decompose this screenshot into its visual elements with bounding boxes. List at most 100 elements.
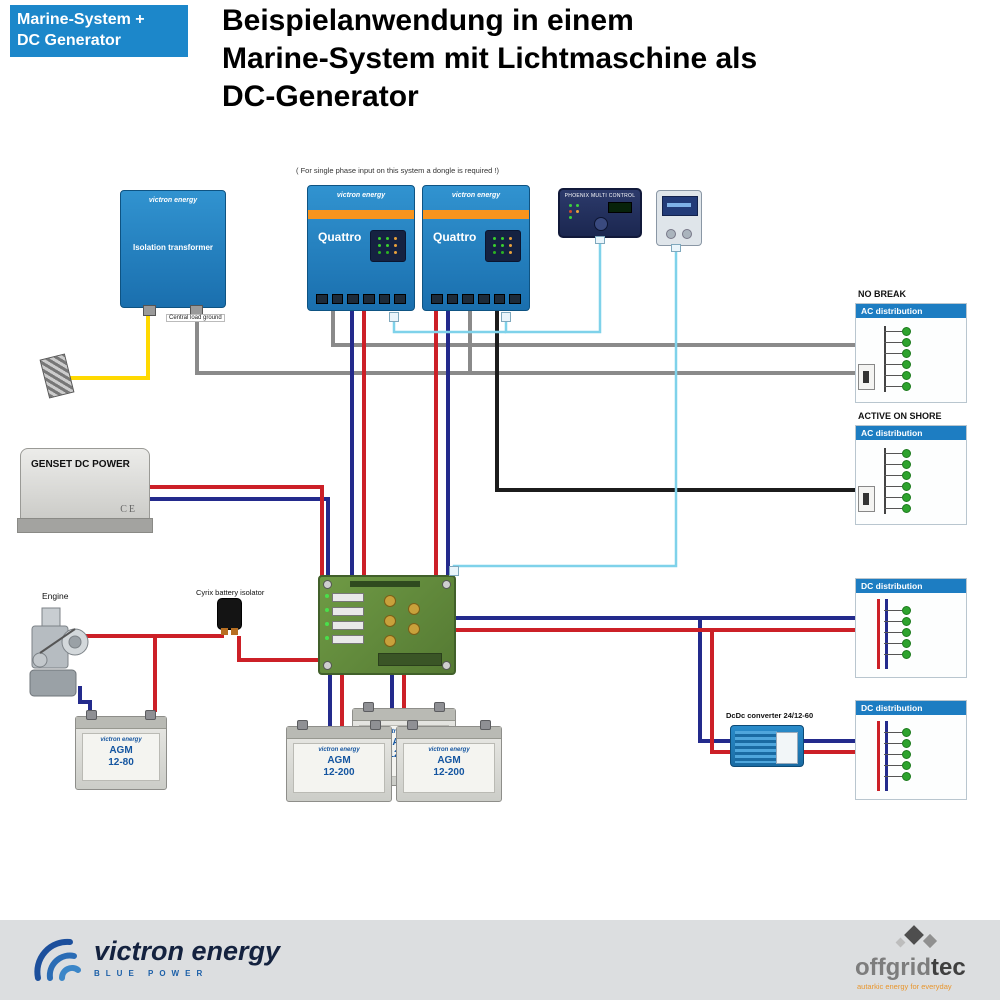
panel-leds — [569, 204, 572, 207]
rj45-connector — [595, 236, 605, 244]
ac-terminal — [143, 305, 156, 316]
dc-distribution-header: DC distribution — [856, 701, 966, 715]
quattro-label: Quattro — [433, 230, 477, 244]
battery-model: AGM 12-80 — [108, 745, 134, 768]
battery-negative-pole — [363, 702, 374, 712]
panel-button — [682, 229, 692, 239]
dc-negative-busbar — [885, 721, 888, 791]
shunt-block — [378, 653, 442, 666]
dc-wires-positive-red — [74, 308, 855, 754]
battery-stud — [384, 635, 396, 647]
active-on-shore-label: ACTIVE ON SHORE — [858, 411, 942, 421]
battery-stud — [408, 623, 420, 635]
battery-positive-pole — [145, 710, 156, 720]
ac-distribution-panel-1: AC distribution — [855, 303, 967, 403]
screw — [442, 661, 451, 670]
battery-label: victron energy AGM 12-80 — [82, 733, 160, 781]
phoenix-multi-control-panel: PHOENIX MULTI CONTROL — [558, 188, 642, 238]
ac-busbar — [884, 326, 886, 392]
victron-tagline: BLUE POWER — [94, 969, 209, 978]
fuse-led — [325, 594, 329, 598]
dc-wires-negative-navy — [78, 308, 855, 743]
genset-base — [17, 518, 153, 533]
isolation-transformer-label: Isolation transformer — [132, 243, 213, 252]
engine-illustration — [20, 602, 95, 712]
led-status-panel — [485, 230, 521, 262]
footer-bar: victron energy BLUE POWER offgridtec aut… — [0, 920, 1000, 1000]
panel-button — [666, 229, 676, 239]
battery-positive-pole — [370, 720, 381, 730]
main-breaker — [858, 486, 875, 512]
victron-logo-text: victron energy — [100, 737, 142, 743]
terminal-strip — [350, 581, 420, 587]
diamond-shape — [922, 933, 938, 949]
dc-negative-busbar — [885, 599, 888, 669]
victron-logo-text: victron energy — [451, 192, 501, 199]
genset-label: GENSET DC POWER — [31, 459, 130, 470]
dc-distribution-panel-2: DC distribution — [855, 700, 967, 800]
victron-logo-text: victron energy — [336, 192, 386, 199]
ac-distribution-header: AC distribution — [856, 304, 966, 318]
victron-logo-mark — [34, 938, 81, 981]
battery-agm-12-200-front-left: victron energy AGM 12-200 — [286, 720, 392, 802]
product-badge: Marine-System + DC Generator — [10, 5, 188, 57]
cyrix-battery-isolator — [217, 598, 242, 635]
engine-label: Engine — [42, 591, 69, 601]
dc-busbar-fuse-board — [318, 575, 456, 675]
genset-dc-power: GENSET DC POWER CE — [17, 448, 153, 533]
led-dots — [493, 237, 496, 240]
battery-model: AGM 12-200 — [323, 755, 355, 778]
led-status-panel — [370, 230, 406, 262]
panel-lcd — [662, 196, 698, 216]
battery-negative-pole — [407, 720, 418, 730]
battery-stud — [384, 615, 396, 627]
ce-mark: CE — [120, 504, 137, 515]
cyrix-terminal — [221, 628, 228, 635]
dc-positive-busbar — [877, 721, 880, 791]
ac-wires-gray — [195, 306, 856, 375]
page-title: Beispielanwendung in einem Marine-System… — [222, 4, 758, 114]
phoenix-panel-title: PHOENIX MULTI CONTROL — [564, 193, 636, 199]
orange-stripe — [423, 210, 529, 219]
offgridtec-wordmark: offgridtec — [855, 954, 966, 981]
panel-knob — [594, 217, 608, 231]
product-sticker — [776, 732, 798, 764]
victron-logo-text: victron energy — [148, 197, 198, 204]
dc-distribution-panel-1: DC distribution — [855, 578, 967, 678]
quattro-label: Quattro — [318, 230, 362, 244]
fuse-led-column — [884, 605, 911, 660]
fuse — [332, 593, 364, 602]
central-load-ground-label: Central load ground — [166, 314, 225, 322]
led-dots — [378, 237, 381, 240]
terminal-block-row — [431, 294, 522, 304]
battery-agm-12-80: victron energy AGM 12-80 — [75, 710, 167, 790]
rj45-connector — [671, 244, 681, 252]
remote-control-panel — [656, 190, 702, 246]
victron-logo-text: victron energy — [428, 747, 470, 753]
rj45-connector — [501, 312, 511, 322]
fuse — [332, 621, 364, 630]
fuse-led — [325, 636, 329, 640]
fuse-led — [325, 608, 329, 612]
battery-positive-pole — [434, 702, 445, 712]
ac-distribution-header: AC distribution — [856, 426, 966, 440]
quattro-inverter-charger-1: victron energy Quattro — [307, 185, 415, 311]
dc-positive-busbar — [877, 599, 880, 669]
dcdc-converter-label: DcDc converter 24/12-60 — [726, 711, 814, 720]
battery-model: AGM 12-200 — [433, 755, 465, 778]
engine-drawing — [29, 607, 89, 697]
orange-stripe — [308, 210, 414, 219]
main-breaker — [858, 364, 875, 390]
heatsink-fins — [735, 731, 777, 763]
cyrix-label: Cyrix battery isolator — [196, 588, 265, 597]
battery-top — [397, 727, 501, 739]
victron-wordmark: victron energy — [94, 936, 281, 966]
battery-label: victron energy AGM 12-200 — [403, 743, 495, 793]
ac-busbar — [884, 448, 886, 514]
breaker-led-column — [884, 326, 911, 392]
cyrix-terminal — [231, 628, 238, 635]
ac-distribution-panel-2: AC distribution — [855, 425, 967, 525]
dc-distribution-header: DC distribution — [856, 579, 966, 593]
